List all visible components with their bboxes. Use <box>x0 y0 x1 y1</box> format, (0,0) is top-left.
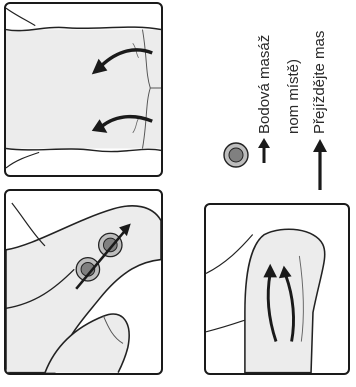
legs-drawing <box>6 191 161 373</box>
glide-massage-label: Přejíždějte mas <box>312 31 327 134</box>
arm-drawing <box>206 205 348 373</box>
arm-massage-illustration <box>204 203 350 375</box>
back-massage-illustration <box>4 2 163 177</box>
point-massage-label-line1: Bodová masáž <box>257 35 272 134</box>
legs-massage-illustration <box>4 189 163 375</box>
back-body-drawing <box>6 4 161 175</box>
point-massage-label-line2: nom místě) <box>286 59 301 134</box>
massage-point-icon <box>76 258 99 281</box>
massage-legend: Bodová masáž nom místě) Přejíždějte mas <box>205 0 356 192</box>
massage-point-icon <box>224 143 248 167</box>
legend-icons <box>205 0 356 192</box>
